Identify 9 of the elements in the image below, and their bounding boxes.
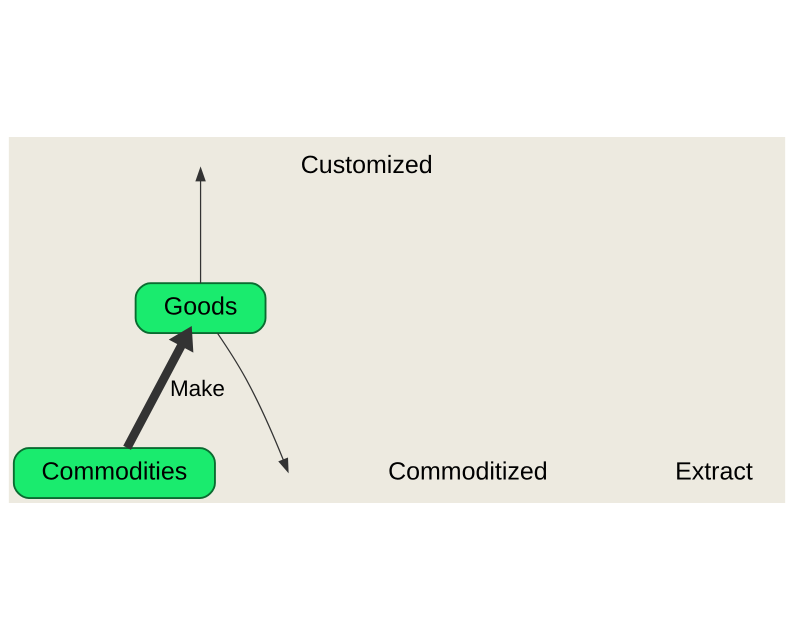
arrow (123, 326, 194, 450)
arrow (195, 166, 206, 284)
arrow (217, 332, 289, 474)
label: Commoditized (388, 457, 548, 486)
edge-label: Make (170, 376, 225, 402)
node-box: Goods (134, 282, 266, 334)
node-box: Commodities (12, 447, 216, 499)
label: Extract (675, 457, 753, 486)
label: Customized (300, 151, 433, 180)
